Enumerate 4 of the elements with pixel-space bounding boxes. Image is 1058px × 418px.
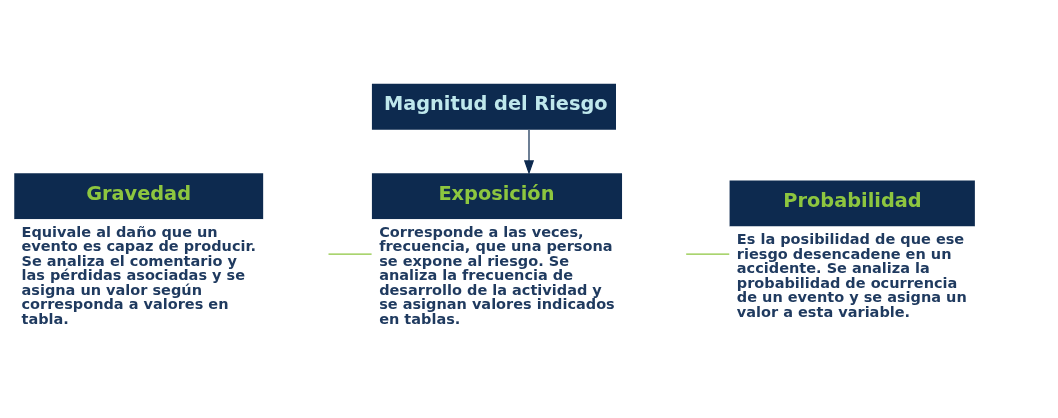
arrow bbox=[523, 128, 535, 175]
connector bbox=[685, 253, 730, 255]
connector bbox=[327, 253, 373, 255]
node-box: Magnitud del Riesgo bbox=[371, 83, 616, 130]
